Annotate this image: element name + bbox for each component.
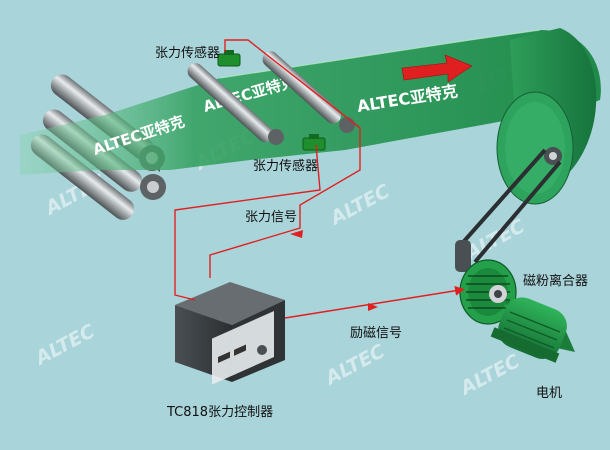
excitation-signal-arrow-icon xyxy=(368,303,378,311)
watermark-text: ALTEC xyxy=(325,180,393,230)
tension-sensor-top-label: 张力传感器 xyxy=(155,46,221,61)
tension-sensor-bottom-icon xyxy=(302,134,326,151)
drive-belt xyxy=(456,148,562,264)
excitation-signal-label: 励磁信号 xyxy=(350,326,403,341)
direction-arrow-icon xyxy=(401,54,473,83)
watermark-text: ALTEC xyxy=(320,340,388,390)
controller-unit xyxy=(175,282,285,385)
watermark-text: ALTEC xyxy=(30,320,98,370)
tension-signal-arrow-icon xyxy=(290,230,303,238)
web-edge-highlight xyxy=(219,29,541,79)
tension-sensor-top-icon xyxy=(217,50,241,67)
magnetic-clutch-label: 磁粉离合器 xyxy=(523,274,589,289)
motor-label: 电机 xyxy=(536,386,563,401)
signal-wires xyxy=(174,39,465,319)
magnetic-clutch-icon xyxy=(455,240,517,325)
controller-label: TC818张力控制器 xyxy=(167,405,274,420)
watermark-text: ALTEC xyxy=(455,350,523,400)
tension-signal-label: 张力信号 xyxy=(245,210,298,225)
motor-icon xyxy=(490,297,575,363)
tension-sensor-bottom-label: 张力传感器 xyxy=(253,159,319,174)
